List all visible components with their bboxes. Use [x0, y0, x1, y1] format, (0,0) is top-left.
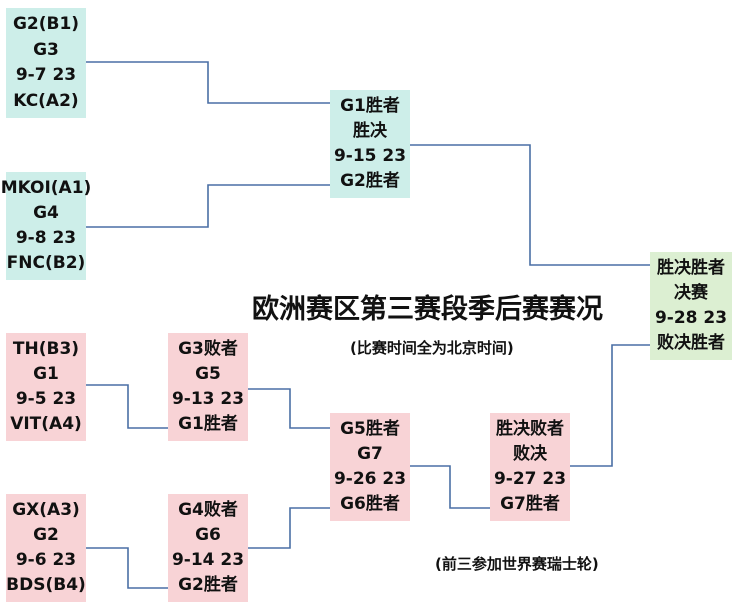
match-date: 9-13 23	[171, 389, 245, 409]
match-box-g3: G2(B1) G3 9-7 23 KC(A2)	[6, 8, 86, 118]
match-team-bottom: G1胜者	[178, 414, 238, 434]
connector-lower-final-to-grand-final	[570, 344, 650, 467]
page-subtitle: (比赛时间全为北京时间)	[350, 339, 514, 357]
match-date: 9-8 23	[15, 228, 77, 248]
match-team-top: G5胜者	[340, 419, 400, 439]
match-id: 败决	[513, 444, 547, 464]
match-team-bottom: G2胜者	[178, 575, 238, 595]
match-date: 9-26 23	[333, 469, 407, 489]
footnote: (前三参加世界赛瑞士轮)	[435, 555, 599, 573]
match-box-g5: G3败者 G5 9-13 23 G1胜者	[168, 333, 248, 441]
match-id: G5	[195, 364, 221, 384]
match-team-top: GX(A3)	[12, 500, 80, 520]
match-date: 9-7 23	[15, 65, 77, 86]
connector-g2-to-g6	[86, 547, 168, 589]
match-team-bottom: VIT(A4)	[10, 414, 82, 434]
match-box-lower-final: 胜决败者 败决 9-27 23 G7胜者	[490, 413, 570, 521]
match-id: G2	[33, 525, 59, 545]
match-id: G3	[33, 39, 59, 60]
match-team-top: 胜决胜者	[657, 258, 725, 278]
match-date: 9-15 23	[333, 146, 407, 166]
match-team-bottom: G7胜者	[500, 494, 560, 514]
connector-g7-to-lower-final	[410, 465, 490, 509]
connector-g1-to-g5	[86, 384, 168, 429]
match-team-bottom: BDS(B4)	[6, 575, 86, 595]
match-id: G4	[33, 203, 59, 223]
match-team-top: 胜决败者	[496, 419, 564, 439]
match-date: 9-28 23	[654, 308, 728, 328]
match-id: G7	[357, 444, 383, 464]
match-date: 9-27 23	[493, 469, 567, 489]
match-box-g6: G4败者 G6 9-14 23 G2胜者	[168, 494, 248, 602]
match-team-bottom: G6胜者	[340, 494, 400, 514]
page-title: 欧洲赛区第三赛段季后赛赛况	[252, 294, 603, 325]
match-id: 胜决	[353, 121, 387, 141]
match-date: 9-6 23	[15, 550, 77, 570]
match-box-g4: MKOI(A1) G4 9-8 23 FNC(B2)	[1, 172, 91, 280]
match-id: G1	[33, 364, 59, 384]
match-box-upper-final: G1胜者 胜决 9-15 23 G2胜者	[330, 90, 410, 198]
match-id: 决赛	[674, 283, 708, 303]
match-team-top: G2(B1)	[12, 14, 80, 35]
match-box-g2: GX(A3) G2 9-6 23 BDS(B4)	[6, 494, 86, 602]
match-team-bottom: 败决胜者	[657, 333, 725, 353]
connector-g5-to-g7	[248, 388, 330, 429]
connector-g3-to-upper-final	[86, 61, 330, 104]
match-box-g7: G5胜者 G7 9-26 23 G6胜者	[330, 413, 410, 521]
match-date: 9-5 23	[15, 389, 77, 409]
match-team-bottom: KC(A2)	[13, 90, 79, 111]
match-date: 9-14 23	[171, 550, 245, 570]
match-box-grand-final: 胜决胜者 决赛 9-28 23 败决胜者	[650, 252, 732, 360]
match-team-top: G3败者	[178, 339, 238, 359]
match-team-top: TH(B3)	[12, 339, 80, 359]
match-box-g1: TH(B3) G1 9-5 23 VIT(A4)	[6, 333, 86, 441]
match-team-top: MKOI(A1)	[0, 178, 92, 198]
connector-g4-to-upper-final	[86, 184, 330, 228]
connector-g6-to-g7	[248, 507, 330, 549]
match-team-top: G1胜者	[340, 96, 400, 116]
match-id: G6	[195, 525, 221, 545]
connector-upper-final-to-grand-final	[410, 144, 650, 266]
match-team-bottom: FNC(B2)	[6, 253, 86, 273]
match-team-bottom: G2胜者	[340, 171, 400, 191]
match-team-top: G4败者	[178, 500, 238, 520]
